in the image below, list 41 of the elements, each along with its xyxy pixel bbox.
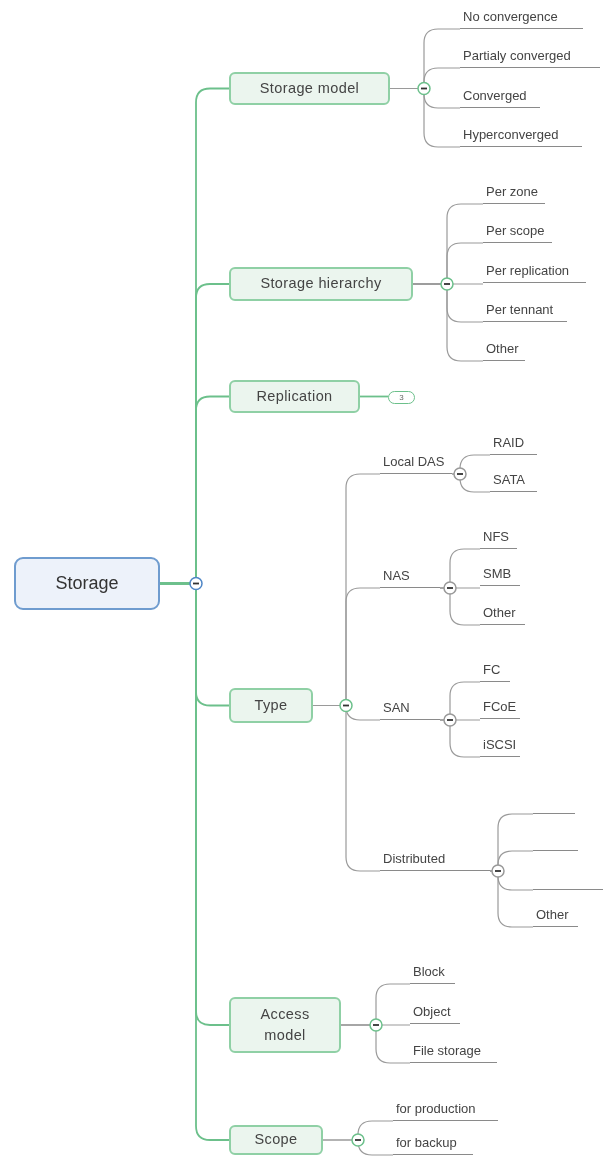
branch-line xyxy=(439,719,481,758)
branch-line xyxy=(439,587,481,626)
subtopic-label: SAN xyxy=(380,700,440,720)
subtopic-label: Per tennant xyxy=(483,302,567,322)
subtopic-label: NAS xyxy=(380,568,440,588)
branch-line xyxy=(489,870,534,928)
subtopic-label: Local DAS xyxy=(380,430,452,474)
subtopic-label: iSCSI xyxy=(480,737,520,757)
subtopic-label: RAID xyxy=(490,435,537,455)
subtopic-label: Distributed xyxy=(380,851,490,871)
topic-box: Storage model xyxy=(229,72,390,105)
topic-box: Replication xyxy=(229,380,360,413)
branch-line xyxy=(322,1139,394,1156)
subtopic-label: Partialy converged xyxy=(460,48,600,68)
subtopic-label: FCoE xyxy=(480,699,520,719)
topic-box: Storage hierarchy xyxy=(229,267,413,301)
subtopic-label: Other xyxy=(533,907,578,927)
branch-line xyxy=(340,1024,411,1064)
subtopic-label: Other xyxy=(483,341,525,361)
subtopic-label: SATA xyxy=(490,472,537,492)
topic-box: Scope xyxy=(229,1125,323,1155)
subtopic-label: for backup xyxy=(393,1135,473,1155)
topic-box: Type xyxy=(229,688,313,723)
subtopic-label: File storage xyxy=(410,1043,497,1063)
subtopic-label: SMB xyxy=(480,566,520,586)
topic-box: Access model xyxy=(229,997,341,1053)
subtopic-label: Per replication xyxy=(483,263,586,283)
branch-line xyxy=(359,395,389,398)
subtopic-label: Block xyxy=(410,964,455,984)
central-topic-box: Storage xyxy=(14,557,160,610)
subtopic-label: for production xyxy=(393,1101,498,1121)
subtopic-label: Per scope xyxy=(483,223,552,243)
subtopic-label: NFS xyxy=(480,529,517,549)
subtopic-label: Converged xyxy=(460,88,540,108)
subtopic-label: Per zone xyxy=(483,184,545,204)
subtopic-label: No convergence xyxy=(460,9,583,29)
subtopic-label: Hyperconverged xyxy=(460,127,582,147)
subtopic-label: Other xyxy=(480,605,525,625)
subtopic-label: FC xyxy=(480,662,510,682)
collapsed-count-badge: 3 xyxy=(388,391,415,404)
subtopic-label: Object xyxy=(410,1004,460,1024)
